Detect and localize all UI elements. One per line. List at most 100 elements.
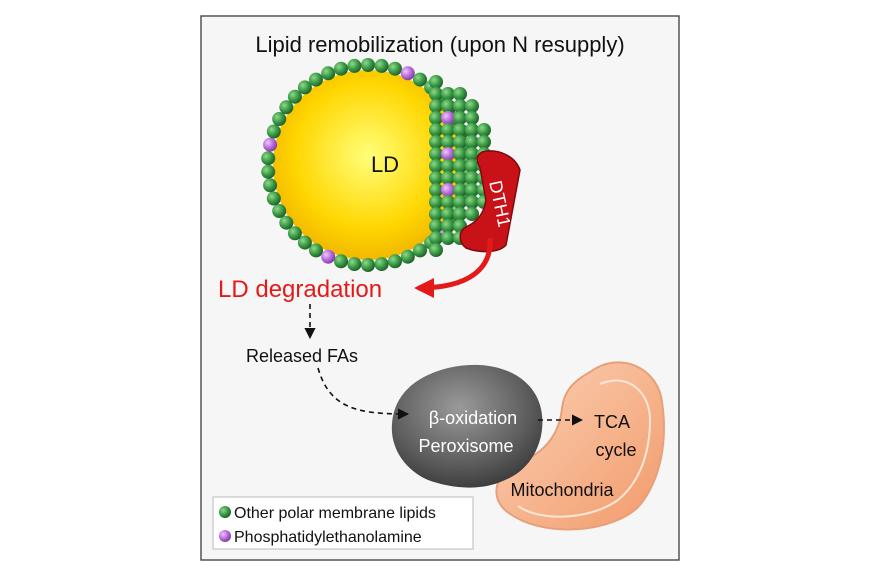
polar-lipid-bead	[453, 99, 467, 113]
ld-degradation-label: LD degradation	[218, 276, 382, 303]
polar-lipid-bead	[429, 183, 443, 197]
polar-lipid-bead	[261, 151, 276, 166]
polar-lipid-bead	[297, 235, 312, 250]
polar-lipid-bead	[309, 72, 323, 87]
polar-lipid-bead	[263, 178, 278, 193]
polar-lipid-bead	[441, 159, 455, 173]
polar-lipid-bead	[272, 112, 287, 126]
polar-lipid-bead	[441, 231, 455, 245]
polar-lipid-bead	[453, 87, 467, 101]
polar-lipid-bead	[361, 258, 375, 272]
legend-item-polar-lipids: Other polar membrane lipids	[234, 505, 436, 522]
peroxisome-label: Peroxisome	[418, 436, 513, 456]
polar-lipid-bead	[441, 123, 455, 137]
polar-lipid-bead	[429, 87, 443, 101]
arrow-fas-to-beta-oxidation	[317, 367, 410, 420]
legend: Other polar membrane lipids Phosphatidyl…	[212, 496, 474, 550]
polar-lipid-bead	[374, 58, 389, 73]
polar-lipid-bead	[429, 207, 443, 221]
ld-label: LD	[371, 152, 399, 177]
polar-lipid-bead	[441, 135, 455, 149]
pe-lipid-bead	[441, 147, 455, 161]
polar-lipid-bead	[347, 58, 362, 73]
polar-lipid-bead	[429, 111, 443, 125]
polar-lipid-bead	[441, 87, 455, 101]
polar-lipid-bead	[429, 243, 443, 257]
polar-lipid-bead	[266, 124, 281, 139]
polar-lipid-bead	[361, 58, 375, 72]
polar-lipid-bead	[272, 204, 287, 218]
legend-item-pe: Phosphatidylethanolamine	[234, 529, 422, 546]
polar-lipid-bead	[279, 215, 294, 230]
legend-purple-marker	[219, 530, 231, 542]
pe-lipid-bead	[441, 111, 455, 125]
polar-lipid-bead	[400, 249, 415, 264]
polar-lipid-bead	[429, 159, 443, 173]
polar-lipid-bead	[453, 171, 467, 185]
polar-lipid-bead	[334, 61, 348, 76]
polar-lipid-bead	[465, 195, 479, 209]
diagram-title: Lipid remobilization (upon N resupply)	[255, 32, 624, 57]
dth1-protein	[459, 150, 521, 253]
ld-membrane	[261, 58, 491, 272]
polar-lipid-bead	[453, 135, 467, 149]
polar-lipid-bead	[453, 183, 467, 197]
polar-lipid-bead	[309, 243, 323, 258]
polar-lipid-bead	[453, 207, 467, 221]
polar-lipid-bead	[321, 66, 336, 81]
polar-lipid-bead	[465, 207, 479, 221]
polar-lipid-bead	[465, 135, 479, 149]
polar-lipid-bead	[429, 99, 443, 113]
pe-lipid-bead	[263, 137, 278, 152]
polar-lipid-bead	[453, 111, 467, 125]
polar-lipid-bead	[453, 195, 467, 209]
mitochondria-label: Mitochondria	[510, 480, 614, 500]
tca-label-line1: TCA	[594, 412, 630, 432]
polar-lipid-bead	[465, 99, 479, 113]
polar-lipid-bead	[429, 171, 443, 185]
polar-lipid-bead	[465, 171, 479, 185]
polar-lipid-bead	[441, 219, 455, 233]
polar-lipid-bead	[465, 159, 479, 173]
polar-lipid-bead	[287, 89, 302, 104]
polar-lipid-bead	[287, 226, 302, 241]
lipid-droplet	[273, 70, 463, 260]
polar-lipid-bead	[429, 75, 443, 89]
polar-lipid-bead	[453, 147, 467, 161]
polar-lipid-bead	[266, 191, 281, 206]
pe-lipid-bead	[321, 249, 336, 264]
polar-lipid-bead	[453, 159, 467, 173]
polar-lipid-bead	[441, 207, 455, 221]
tca-label-line2: cycle	[595, 440, 636, 460]
polar-lipid-bead	[347, 257, 362, 272]
beta-oxidation-label: β-oxidation	[429, 408, 517, 428]
polar-lipid-bead	[429, 123, 443, 137]
polar-lipid-bead	[388, 254, 402, 269]
polar-lipid-bead	[465, 147, 479, 161]
polar-lipid-bead	[441, 171, 455, 185]
polar-lipid-bead	[429, 195, 443, 209]
released-fas-label: Released FAs	[246, 346, 358, 366]
polar-lipid-bead	[429, 147, 443, 161]
polar-lipid-bead	[441, 99, 455, 113]
polar-lipid-bead	[388, 61, 402, 76]
legend-green-marker	[219, 506, 231, 518]
legend-box	[212, 496, 474, 550]
polar-lipid-bead	[465, 111, 479, 125]
polar-lipid-bead	[453, 123, 467, 137]
polar-lipid-bead	[429, 219, 443, 233]
mitochondria	[495, 361, 665, 531]
polar-lipid-bead	[279, 100, 294, 115]
degradation-arrow	[414, 237, 493, 298]
polar-lipid-bead	[465, 183, 479, 197]
polar-lipid-bead	[413, 243, 427, 258]
polar-lipid-bead	[477, 123, 491, 137]
polar-lipid-bead	[441, 195, 455, 209]
pe-lipid-bead	[400, 66, 415, 81]
pe-lipid-bead	[441, 183, 455, 197]
polar-lipid-bead	[413, 72, 427, 87]
peroxisome	[391, 364, 543, 488]
polar-lipid-bead	[429, 135, 443, 149]
polar-lipid-bead	[477, 135, 491, 149]
